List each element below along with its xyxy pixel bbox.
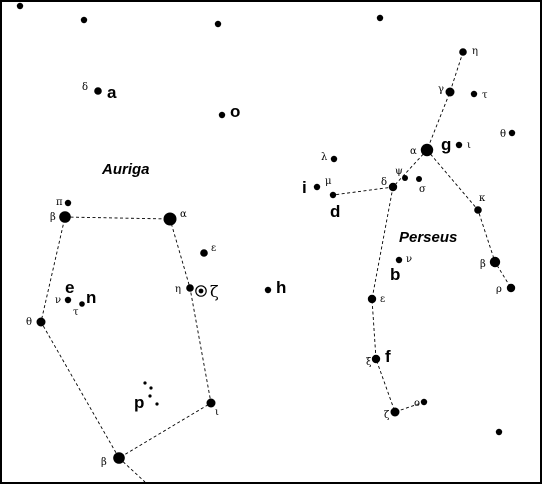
star-theta-persei bbox=[508, 129, 516, 137]
label-per-xi: ξ bbox=[366, 357, 372, 368]
object-label-e: e bbox=[65, 278, 74, 297]
star-beta-tauri bbox=[113, 452, 125, 464]
cluster-star bbox=[143, 381, 147, 385]
star-xi-persei bbox=[371, 354, 381, 364]
auriga-extension-line bbox=[118, 457, 146, 483]
greek-labels: δ π β α ε η ζ ν τ θ ι β η γ τ θ α ι λ μ … bbox=[26, 46, 506, 468]
star-iota-aurigae bbox=[206, 398, 216, 408]
star-theta-aurigae bbox=[36, 317, 46, 327]
constellation-name-auriga: Auriga bbox=[101, 161, 150, 178]
object-labels: a o g i d b e n h f p bbox=[65, 83, 451, 412]
label-per-beta: β bbox=[480, 259, 486, 270]
object-label-i: i bbox=[302, 178, 307, 197]
star-iota-persei bbox=[455, 141, 463, 149]
star-eta-persei bbox=[459, 48, 467, 56]
cluster-star bbox=[155, 402, 159, 406]
object-label-n: n bbox=[86, 288, 96, 307]
object-label-d: d bbox=[330, 202, 340, 221]
object-label-f: f bbox=[385, 347, 391, 366]
label-per-sigma: σ bbox=[419, 184, 426, 195]
label-per-gamma: γ bbox=[438, 84, 444, 95]
star-kappa-persei bbox=[474, 206, 482, 214]
label-per-delta: δ bbox=[381, 177, 387, 188]
label-aur-theta: θ bbox=[26, 317, 32, 328]
perseus-lines bbox=[332, 51, 512, 413]
stars bbox=[16, 2, 516, 464]
constellation-names: Auriga Perseus bbox=[101, 161, 457, 246]
label-aur-eta: η bbox=[175, 284, 181, 295]
field-star bbox=[376, 14, 384, 22]
label-tau-beta: β bbox=[101, 457, 107, 468]
star-nu-persei bbox=[395, 256, 403, 264]
star-psi-persei bbox=[402, 175, 408, 181]
object-label-o: o bbox=[230, 102, 240, 121]
star-epsilon-persei bbox=[367, 294, 377, 304]
label-per-nu: ν bbox=[406, 254, 412, 265]
star-rho-persei bbox=[506, 283, 516, 293]
star-epsilon-aurigae bbox=[200, 249, 208, 257]
label-aur-iota: ι bbox=[215, 407, 219, 418]
star-lambda-persei bbox=[330, 155, 338, 163]
star-alpha-aurigae bbox=[163, 212, 177, 226]
star-beta-persei bbox=[489, 256, 501, 268]
label-per-omicron: ο bbox=[414, 398, 420, 409]
field-star bbox=[80, 16, 88, 24]
label-per-rho: ρ bbox=[496, 284, 502, 295]
label-per-zeta: ζ bbox=[384, 410, 390, 421]
label-per-lambda: λ bbox=[321, 152, 328, 163]
star-object-d bbox=[329, 191, 337, 199]
constellation-name-perseus: Perseus bbox=[399, 229, 457, 246]
label-aur-zeta: ζ bbox=[210, 282, 219, 301]
label-aur-beta: β bbox=[50, 212, 56, 223]
perseus-main-line bbox=[332, 51, 464, 196]
label-per-tau: τ bbox=[482, 90, 488, 101]
field-star bbox=[16, 2, 24, 10]
label-aur-nu: ν bbox=[55, 295, 61, 306]
field-star bbox=[214, 20, 222, 28]
field-star bbox=[495, 428, 503, 436]
star-gamma-persei bbox=[445, 87, 455, 97]
label-per-kappa: κ bbox=[479, 193, 486, 204]
label-per-epsilon: ε bbox=[380, 294, 385, 305]
label-per-psi: ψ bbox=[395, 166, 403, 177]
label-aur-epsilon: ε bbox=[211, 243, 216, 254]
label-per-alpha: α bbox=[410, 146, 417, 157]
label-per-theta: θ bbox=[500, 129, 506, 140]
star-nu-aurigae bbox=[64, 296, 72, 304]
label-aur-delta: δ bbox=[82, 82, 88, 93]
object-label-g: g bbox=[441, 135, 451, 154]
star-zeta-aurigae bbox=[198, 288, 204, 294]
star-zeta-persei bbox=[390, 407, 400, 417]
object-label-a: a bbox=[107, 83, 117, 102]
star-omicron-persei bbox=[420, 398, 428, 406]
label-aur-pi: π bbox=[56, 197, 63, 208]
star-sigma-persei bbox=[416, 176, 422, 182]
star-delta-persei bbox=[388, 182, 398, 192]
star-beta-aurigae bbox=[59, 211, 71, 223]
cluster-star bbox=[148, 394, 152, 398]
star-alpha-persei bbox=[420, 143, 434, 157]
star-mu-persei bbox=[313, 183, 321, 191]
object-label-h: h bbox=[276, 278, 286, 297]
star-object-h bbox=[264, 286, 272, 294]
star-delta-aurigae bbox=[94, 87, 102, 95]
label-per-iota: ι bbox=[467, 140, 471, 151]
label-per-eta: η bbox=[472, 46, 478, 57]
star-eta-aurigae bbox=[186, 284, 194, 292]
object-label-b: b bbox=[390, 265, 400, 284]
label-aur-tau: τ bbox=[73, 307, 79, 318]
label-aur-alpha: α bbox=[180, 209, 187, 220]
object-label-p: p bbox=[134, 393, 144, 412]
star-object-o bbox=[218, 111, 226, 119]
star-pi-aurigae bbox=[64, 199, 72, 207]
label-per-mu: μ bbox=[325, 176, 332, 187]
star-tau-aurigae bbox=[79, 301, 85, 307]
cluster-star bbox=[149, 386, 153, 390]
star-tau-persei bbox=[470, 90, 478, 98]
perseus-kappa-branch-line bbox=[426, 149, 512, 289]
